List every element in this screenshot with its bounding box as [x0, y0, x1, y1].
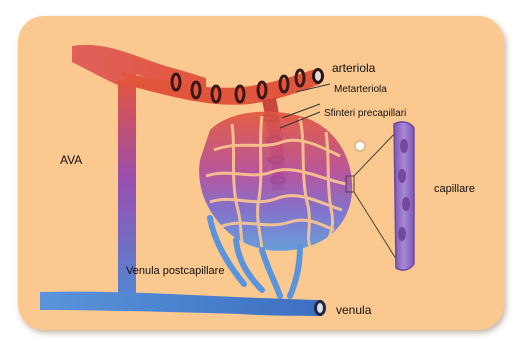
label-metarteriola: Metarteriola — [334, 84, 387, 95]
label-ava: AVA — [60, 153, 82, 167]
label-venula: venula — [336, 303, 372, 317]
label-capillare: capillare — [434, 183, 475, 195]
label-sfinteri-precapillari: Sfinteri precapillari — [324, 108, 406, 119]
label-arteriola: arteriola — [332, 61, 376, 75]
label-venula-postcapillare: Venula postcapillare — [126, 265, 224, 277]
arteriole-lumen-highlight — [315, 71, 321, 81]
venule-lumen-highlight — [317, 303, 323, 313]
bubble-marker — [355, 141, 365, 151]
